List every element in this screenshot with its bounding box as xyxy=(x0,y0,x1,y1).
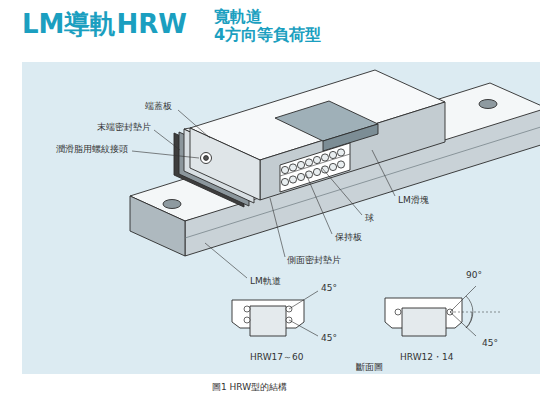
section-rail xyxy=(250,306,286,336)
part-label: 端蓋板 xyxy=(145,101,172,111)
grease-nipple-hole xyxy=(204,156,209,161)
rail-end xyxy=(130,196,185,256)
angle-label: 90° xyxy=(466,270,482,280)
part-label: 保持板 xyxy=(335,232,362,242)
section-label: 斷面圖 xyxy=(356,362,383,372)
model-label: HRW17～60 xyxy=(250,352,303,362)
part-label: LM滑塊 xyxy=(398,195,429,205)
part-label: 球 xyxy=(365,213,374,223)
ball-window xyxy=(280,143,350,192)
block-side xyxy=(260,102,445,200)
grease-nipple xyxy=(201,153,212,164)
part-label: LM軌道 xyxy=(250,276,281,286)
caption: 圖1 HRW型的結構 xyxy=(212,382,287,392)
subtitle: 寬軌道 4方向等負荷型 xyxy=(214,8,338,43)
mount-hole xyxy=(163,200,181,209)
part-label: 側面密封墊片 xyxy=(287,255,341,265)
part-label: 潤滑脂用螺紋接頭 xyxy=(56,144,128,154)
block-end xyxy=(190,128,260,200)
angle-label: 45° xyxy=(482,338,498,348)
title: LM導軌HRW xyxy=(22,10,187,39)
angle-label: 45° xyxy=(321,283,337,293)
section-rail xyxy=(402,308,446,336)
retainer-plate xyxy=(280,154,350,176)
part-label: 末端密封墊片 xyxy=(97,122,151,132)
mount-hole xyxy=(479,100,497,109)
model-label: HRW12・14 xyxy=(400,352,453,362)
cutaway-wall xyxy=(323,124,378,151)
angle-label: 45° xyxy=(321,333,337,343)
